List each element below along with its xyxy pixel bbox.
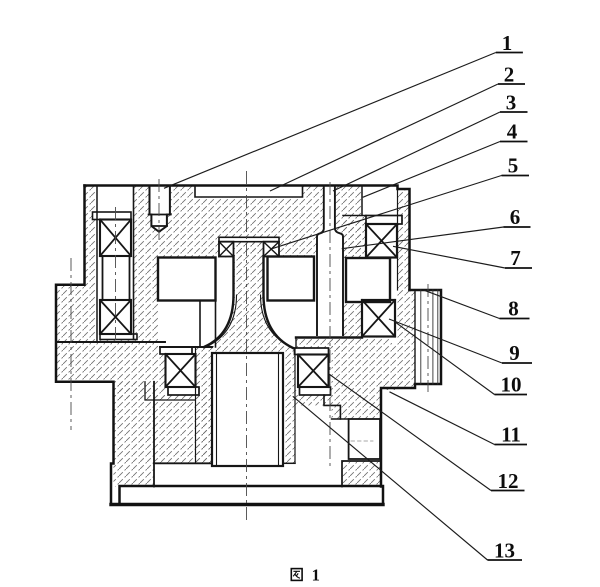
svg-text:12: 12 [498, 469, 519, 493]
svg-text:2: 2 [504, 63, 515, 87]
svg-text:9: 9 [509, 341, 520, 365]
svg-text:13: 13 [494, 539, 515, 563]
svg-text:1: 1 [312, 566, 320, 585]
svg-text:7: 7 [510, 246, 521, 270]
svg-text:8: 8 [508, 297, 519, 321]
svg-text:6: 6 [510, 205, 521, 229]
svg-text:10: 10 [501, 373, 522, 397]
svg-text:11: 11 [501, 423, 521, 447]
svg-text:4: 4 [507, 120, 518, 144]
svg-text:1: 1 [502, 31, 513, 55]
svg-text:3: 3 [506, 91, 517, 115]
svg-text:5: 5 [508, 154, 519, 178]
